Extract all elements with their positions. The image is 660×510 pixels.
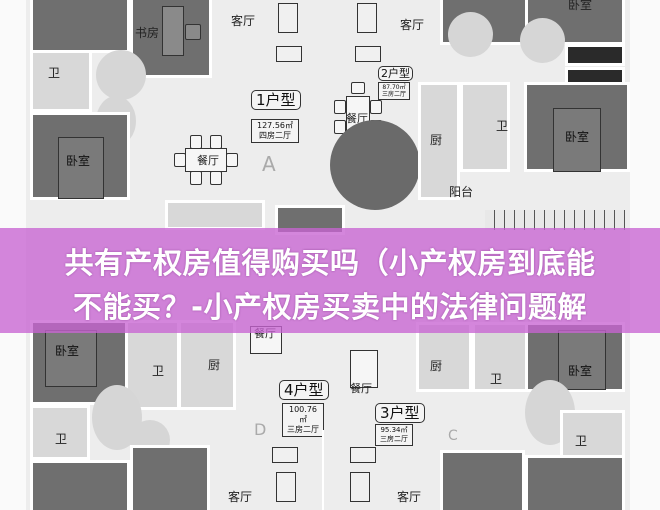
chair	[370, 100, 382, 114]
bedroom-bottom-right-a	[440, 450, 525, 510]
staircase	[485, 210, 625, 230]
title-line-2: 不能买？-小产权房买卖中的法律问题解	[72, 290, 588, 324]
living-label: 客厅	[228, 490, 253, 504]
letter-mark: A	[262, 152, 276, 176]
bedroom-label: 卧室	[66, 154, 91, 168]
chair	[334, 120, 346, 134]
divider-wall	[322, 430, 324, 510]
layout-value-3: 三房二厅	[380, 435, 408, 443]
chair	[210, 135, 222, 149]
bedroom-label: 卧室	[568, 0, 593, 12]
shaft	[565, 44, 625, 66]
chair	[351, 82, 365, 94]
unit-tag-3: 3户型	[375, 403, 425, 423]
armchair	[276, 46, 302, 62]
bathroom-unit3-b	[560, 410, 625, 460]
area-box-1: 127.56㎡ 四房二厅	[251, 119, 299, 143]
coffee-table	[357, 3, 377, 33]
letter-mark: D	[254, 420, 267, 439]
coffee-table	[350, 472, 370, 502]
chair	[226, 153, 238, 167]
area-value-4: 100.76㎡	[289, 405, 317, 424]
chair	[190, 171, 202, 185]
study-label: 书房	[135, 26, 160, 40]
kitchen-label: 厨	[430, 133, 443, 147]
living-label: 客厅	[231, 14, 256, 28]
chair	[185, 24, 201, 40]
bath-label: 卫	[490, 372, 503, 386]
title-banner: 共有产权房值得购买吗（小产权房到底能 不能买？-小产权房买卖中的法律问题解	[0, 228, 660, 333]
unit-tag-2: 2户型	[378, 66, 413, 81]
bedroom-top-left	[30, 0, 130, 53]
bed	[45, 330, 97, 387]
bed	[553, 108, 601, 172]
area-value-2: 87.70㎡	[382, 84, 406, 91]
chair	[334, 100, 346, 114]
layout-value-4: 三房二厅	[287, 425, 319, 434]
chair	[174, 153, 186, 167]
chair	[210, 171, 222, 185]
living-label: 客厅	[397, 490, 422, 504]
bedroom-bottom-left-b	[130, 445, 210, 510]
bath-label: 卫	[152, 364, 165, 378]
kitchen-label: 厨	[430, 359, 443, 373]
bedroom-bottom-right-b	[525, 455, 625, 510]
armchair	[355, 46, 381, 62]
door-arc	[448, 12, 493, 57]
area-box-3: 95.34㎡ 三房二厅	[375, 424, 413, 446]
layout-value-2: 三房二厅	[382, 91, 407, 98]
balcony-label: 阳台	[449, 185, 474, 199]
armchair	[272, 447, 298, 463]
area-value-3: 95.34㎡	[380, 426, 408, 434]
dining-label: 餐厅	[197, 154, 219, 167]
bedroom-label: 卧室	[568, 364, 593, 378]
kitchen-unit1	[165, 200, 265, 230]
armchair	[350, 447, 376, 463]
door-arc	[96, 50, 146, 100]
desk	[162, 6, 184, 56]
bed	[558, 330, 606, 390]
living-label: 客厅	[400, 18, 425, 32]
kitchen-unit4	[178, 320, 236, 410]
bed	[58, 137, 104, 199]
bedroom-label: 卧室	[55, 344, 80, 358]
bath-label: 卫	[55, 432, 68, 446]
dining-label: 餐厅	[350, 382, 372, 395]
coffee-table	[276, 472, 296, 502]
area-box-4: 100.76㎡ 三房二厅	[282, 403, 324, 437]
bedroom-bottom-left-a	[30, 460, 130, 510]
bath-label: 卫	[496, 119, 509, 133]
area-box-2: 87.70㎡ 三房二厅	[378, 82, 410, 100]
unit-tag-4: 4户型	[279, 380, 329, 400]
chair	[190, 135, 202, 149]
title-line-1: 共有产权房值得购买吗（小产权房到底能	[64, 246, 596, 280]
letter-mark: C	[448, 428, 458, 444]
kitchen-label: 厨	[208, 358, 221, 372]
door-arc	[520, 18, 565, 63]
bathroom-unit2	[460, 82, 510, 172]
kitchen-unit2	[418, 82, 460, 200]
coffee-table	[278, 3, 298, 33]
bathroom-unit1	[30, 50, 92, 112]
bathroom-unit4-b	[30, 405, 90, 460]
bedroom-label: 卧室	[565, 130, 590, 144]
unit-tag-1: 1户型	[251, 90, 301, 110]
bath-label: 卫	[48, 66, 61, 80]
layout-value-1: 四房二厅	[259, 131, 291, 140]
kitchen-unit3	[416, 322, 472, 392]
bath-label: 卫	[575, 434, 588, 448]
dining-table	[350, 350, 378, 388]
area-value-1: 127.56㎡	[257, 121, 293, 130]
stair-landing	[330, 120, 420, 210]
